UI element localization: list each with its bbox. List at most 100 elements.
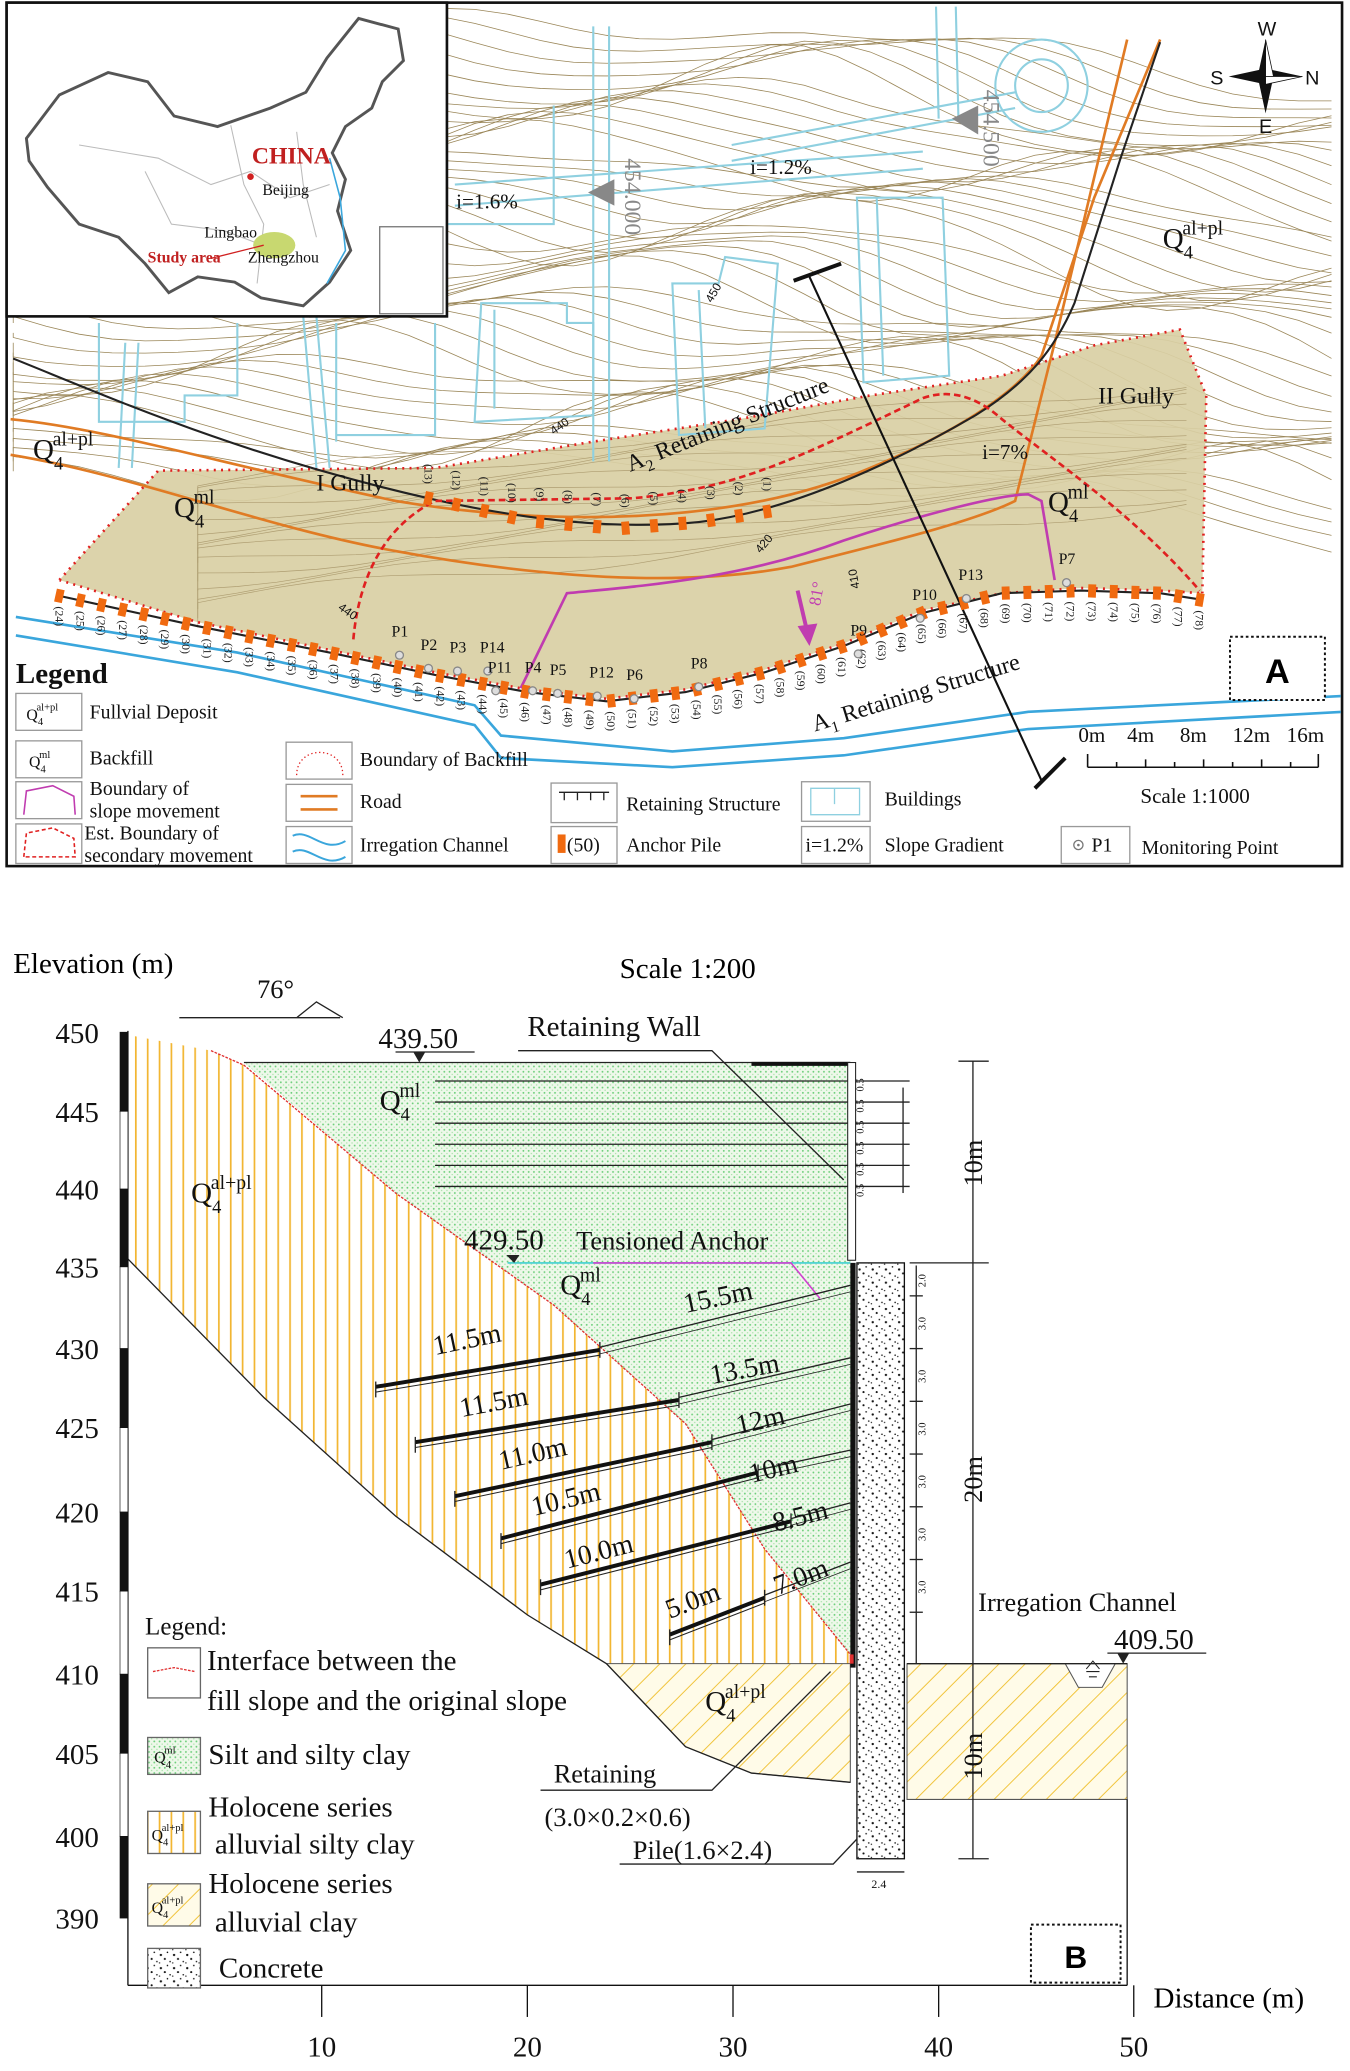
anchor-pile-number: (64) [895, 632, 909, 652]
benchmark-icon [587, 179, 615, 206]
scale-bar-segment [119, 1673, 129, 1754]
anchor-bond-section [500, 1470, 759, 1541]
anchor-pile-marker [678, 516, 688, 531]
svg-text:Q4ml: Q4ml [380, 1080, 421, 1125]
monitoring-point-marker [853, 649, 863, 659]
compass-icon: W S N E [1210, 19, 1319, 139]
anchor-pile-number: (13) [422, 464, 436, 484]
svg-text:Irregation Channel: Irregation Channel [360, 835, 509, 857]
monitoring-point-label: P5 [550, 662, 567, 679]
anchor-pile-marker [138, 607, 150, 622]
anchor-free-section [711, 1403, 851, 1441]
scale-bar-segment [119, 1031, 129, 1112]
scale-bar-segment [119, 1427, 129, 1513]
svg-text:Q4al+pl: Q4al+pl [26, 703, 58, 729]
contour-line [197, 489, 1187, 610]
anchor-pile-marker [286, 637, 298, 653]
anchor-bond-section [454, 1440, 713, 1499]
benchmark-icon [951, 105, 979, 135]
anchor-pile-marker [895, 614, 908, 630]
scale-bar-segment [119, 1110, 129, 1190]
cross-section-panel-b: Elevation (m) Scale 1:200 Distance (m) 1… [13, 948, 1304, 2064]
anchor-bond-section [540, 1519, 792, 1587]
svg-text:secondary movement: secondary movement [84, 845, 253, 867]
scale-bar-segment [119, 1836, 129, 1919]
anchor-pile-number: (9) [533, 487, 547, 501]
anchor-pile-number: (45) [497, 698, 511, 718]
monitoring-point-label: P2 [421, 637, 438, 654]
anchor-pile-number: (48) [561, 707, 575, 727]
china-outline [24, 16, 405, 308]
anchor-pile-number: (78) [1193, 610, 1207, 630]
anchor-pile-number: (10) [505, 483, 519, 503]
x-tick-label: 50 [1119, 2031, 1148, 2063]
svg-text:Q4ml: Q4ml [560, 1264, 601, 1309]
anchor-pile-marker [1109, 584, 1118, 599]
anchor-pile-number: (1) [760, 477, 774, 491]
anchor-pile-marker [563, 689, 573, 704]
legend-item-fullvial: Q4al+pl Fullvial Deposit [15, 692, 218, 731]
monitoring-point-marker [592, 691, 602, 701]
wall-spacing-label: 0.5 [856, 1078, 867, 1091]
formation-label-ml: Q4ml [380, 1080, 421, 1125]
section-legend: Legend: Interface between the fill slope… [145, 1614, 567, 1989]
anchor-pile-marker [734, 508, 744, 523]
anchor-pile-number: (77) [1171, 607, 1185, 627]
monitoring-point-marker [961, 593, 971, 604]
svg-text:Fullvial Deposit: Fullvial Deposit [90, 701, 218, 723]
map-legend: Legend Q4al+pl Fullvial Deposit Q4ml Bac… [15, 658, 1279, 867]
y-axis-scale-bar [119, 1031, 129, 1919]
anchor-pile-number: (65) [915, 624, 929, 644]
monitoring-point-label: P7 [1059, 551, 1076, 568]
dip-arrow-icon [795, 590, 818, 646]
anchor-pile-number: (50) [604, 711, 618, 731]
channel-water-icon [1085, 1660, 1100, 1678]
a2-retaining-structure [12, 41, 1162, 526]
legend-item-buildings: Buildings [800, 781, 961, 822]
svg-text:Anchor Pile: Anchor Pile [626, 835, 721, 857]
contour-line [197, 388, 1187, 517]
benchmark-label: 454.000 [619, 158, 645, 235]
backfill-area [59, 329, 1207, 699]
fill-slope-region [243, 1062, 851, 1655]
anchor-pile-number: (59) [794, 671, 808, 691]
legend-item-retaining: Retaining Structure [550, 782, 781, 824]
anchor-pile-marker [585, 692, 595, 707]
anchor-pile-number: (72) [1064, 602, 1078, 622]
monitoring-point-label: P6 [626, 667, 643, 684]
scale-bar-segment [119, 1590, 129, 1675]
contour-label: 410 [845, 568, 862, 590]
anchor-pile-number: (37) [328, 664, 342, 684]
anchor-pile-marker [223, 625, 234, 640]
legend-item-secondary-movement: Est. Boundary of secondary movement [15, 823, 253, 867]
anchor-pile-number: (69) [999, 604, 1013, 624]
pile-label: Pile(1.6×2.4) [633, 1836, 772, 1865]
pile-spacing-label: 3.0 [917, 1422, 928, 1435]
anchor-pile-number: (11) [477, 477, 491, 496]
monitoring-point-marker [528, 686, 538, 696]
anchor-pile-number: (2) [732, 482, 746, 496]
alluvial-clay-region-right [906, 1663, 1128, 1800]
inset-country-label: CHINA [252, 143, 331, 169]
y-tick-label: 425 [55, 1413, 99, 1445]
anchor-free-section [764, 1561, 851, 1596]
anchor-pile-marker [915, 605, 928, 621]
wall-spacing-label: 0.5 [856, 1099, 867, 1112]
anchor-pile-number: (5) [647, 491, 661, 505]
x-tick-label: 10 [307, 2031, 336, 2063]
anchor-piles: (24)(25)(26)(27)(28)(29)(30)(31)(32)(33)… [52, 464, 1206, 731]
anchor-pile-marker [435, 668, 446, 684]
svg-text:Boundary of Backfill: Boundary of Backfill [360, 749, 528, 771]
anchor-pile-marker [75, 593, 86, 608]
contour-line [12, 291, 1332, 397]
original-slope-line [127, 1258, 851, 1783]
anchor-pile-number: (73) [1085, 602, 1099, 622]
monitoring-point-marker [452, 666, 463, 676]
scale-bar-segment [119, 1266, 129, 1349]
anchor-pile-number: (56) [732, 689, 746, 709]
svg-text:Backfill: Backfill [90, 748, 154, 770]
anchor-pile-number: (32) [222, 643, 236, 663]
